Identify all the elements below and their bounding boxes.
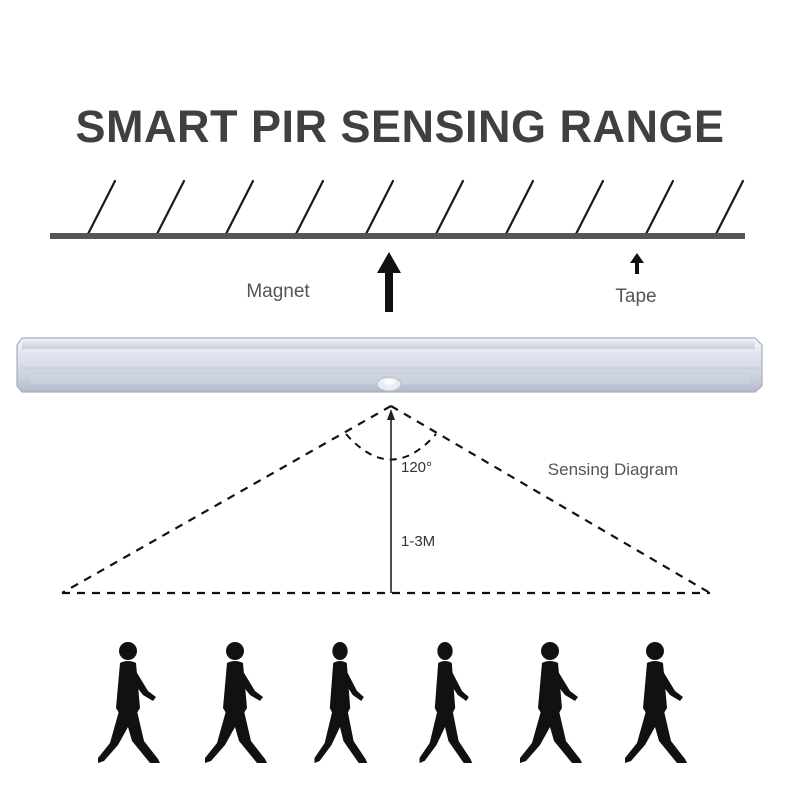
pir-sensor bbox=[376, 376, 402, 392]
page-title: SMART PIR SENSING RANGE bbox=[75, 101, 725, 152]
person-figure bbox=[314, 642, 368, 763]
person-figure bbox=[520, 642, 582, 763]
sensing-triangle bbox=[61, 405, 711, 595]
walking-figures bbox=[98, 642, 687, 763]
person-figure bbox=[625, 642, 687, 763]
person-figure bbox=[98, 642, 160, 763]
magnet-arrow bbox=[377, 252, 401, 312]
angle-label: 120° bbox=[401, 459, 432, 476]
ceiling-hatch bbox=[86, 179, 745, 236]
sensing-diagram-label: Sensing Diagram bbox=[548, 460, 678, 479]
tape-label: Tape bbox=[615, 286, 656, 307]
distance-arrow bbox=[387, 409, 395, 420]
distance-label: 1-3M bbox=[401, 533, 435, 550]
ceiling-line bbox=[50, 233, 745, 239]
tape-arrow bbox=[630, 253, 644, 274]
magnet-label: Magnet bbox=[246, 281, 310, 302]
person-figure bbox=[419, 642, 473, 763]
person-figure bbox=[205, 642, 267, 763]
light-bar bbox=[16, 337, 763, 393]
